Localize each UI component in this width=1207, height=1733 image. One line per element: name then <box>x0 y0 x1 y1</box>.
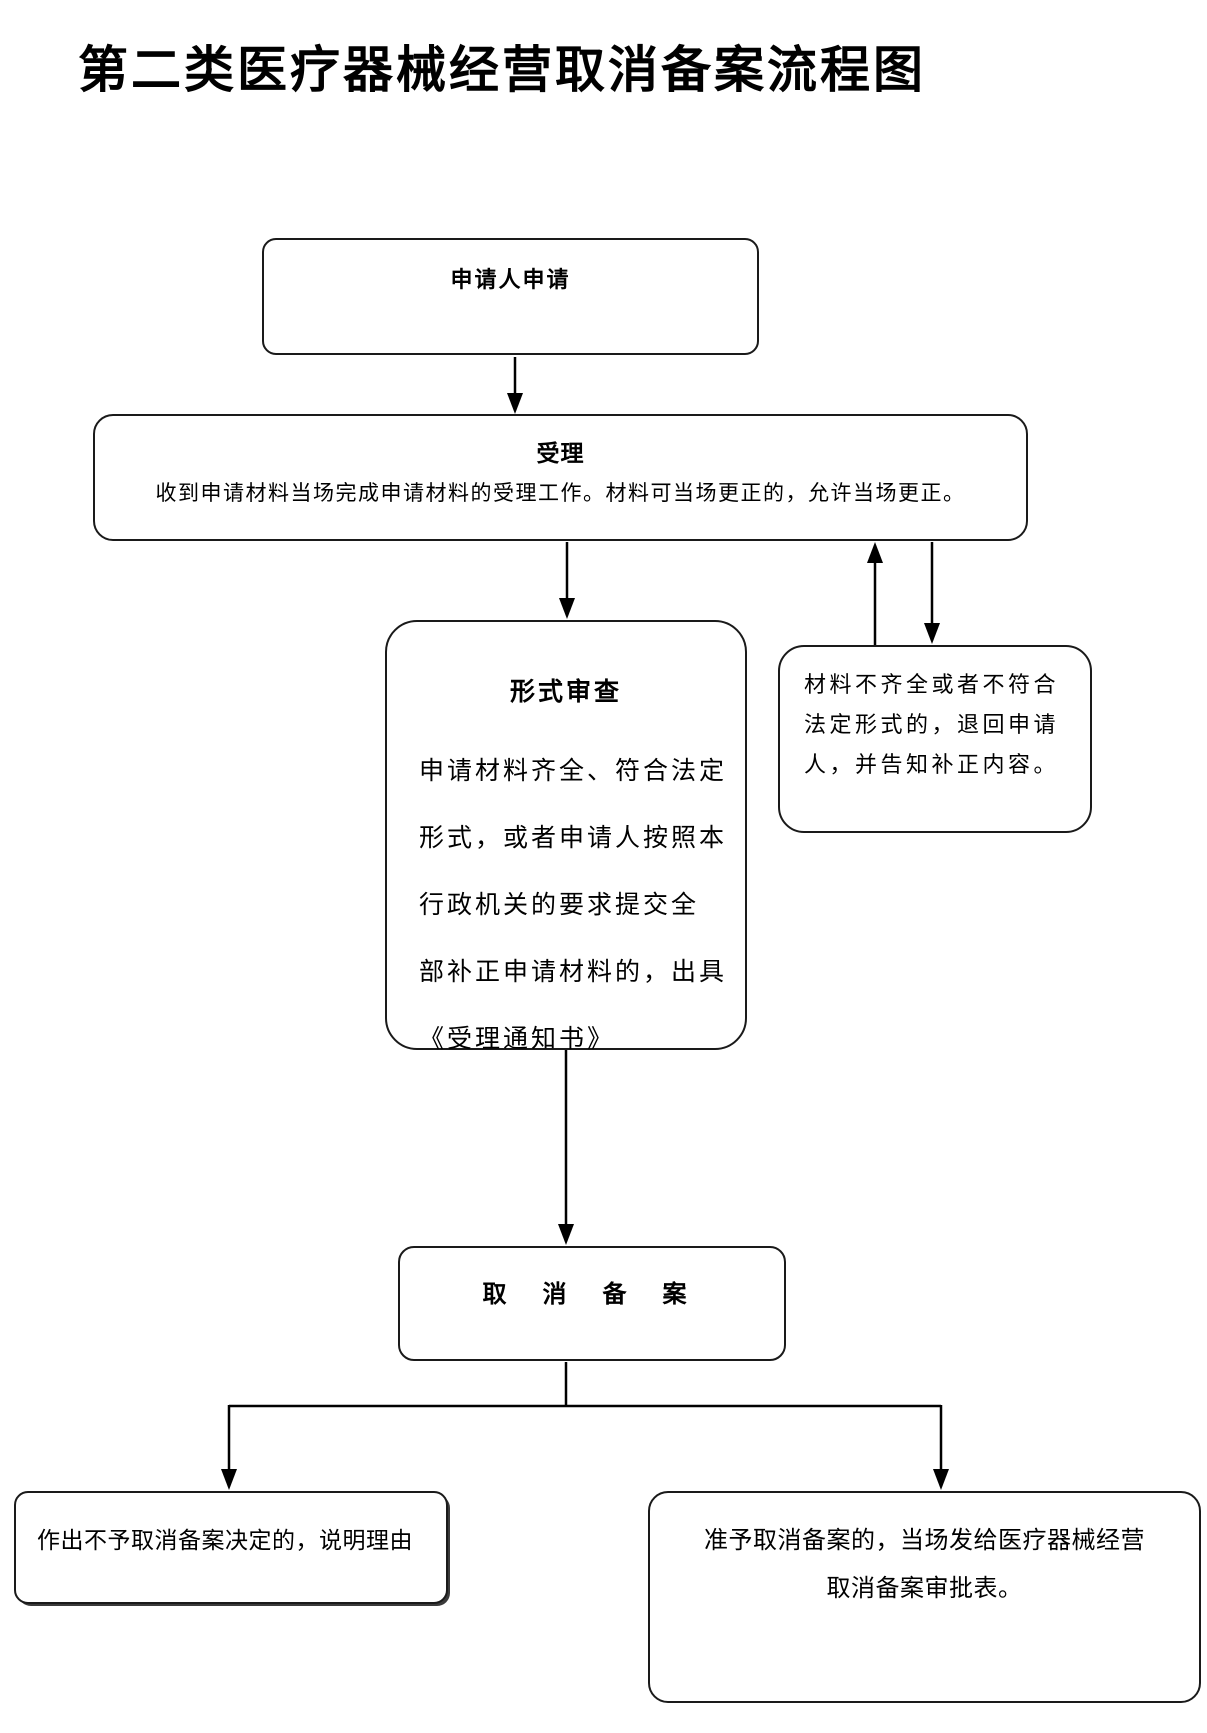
arrow-apply-to-accept <box>507 357 523 414</box>
arrow-return-to-accept <box>867 542 883 645</box>
formal-review-line: 申请材料齐全、符合法定 <box>419 758 728 785</box>
formal-review-line: 《受理通知书》 <box>419 1026 616 1053</box>
reject-decision-label: 作出不予取消备案决定的，说明理由 <box>37 1528 413 1553</box>
formal-review-line: 行政机关的要求提交全 <box>419 892 700 919</box>
arrow-branch-to-approve <box>933 1405 949 1490</box>
arrow-accept-to-formal-review <box>559 542 575 619</box>
node-formal-review: 形式审查 申请材料齐全、符合法定 形式，或者申请人按照本 行政机关的要求提交全 … <box>385 620 747 1053</box>
approve-decision-line: 取消备案审批表。 <box>826 1576 1023 1602</box>
cancel-filing-label: 取 消 备 案 <box>482 1282 702 1308</box>
return-materials-line: 材料不齐全或者不符合 <box>804 672 1060 697</box>
approve-decision-line: 准予取消备案的，当场发给医疗器械经营 <box>704 1528 1145 1554</box>
node-approve-decision: 准予取消备案的，当场发给医疗器械经营 取消备案审批表。 <box>648 1491 1201 1703</box>
node-reject-decision: 作出不予取消备案决定的，说明理由 <box>14 1491 448 1604</box>
acceptance-description: 收到申请材料当场完成申请材料的受理工作。材料可当场更正的，允许当场更正。 <box>155 481 966 505</box>
node-applicant-apply: 申请人申请 <box>262 238 759 355</box>
formal-review-line: 形式，或者申请人按照本 <box>419 825 728 852</box>
node-acceptance: 受理 收到申请材料当场完成申请材料的受理工作。材料可当场更正的，允许当场更正。 <box>93 414 1028 541</box>
acceptance-title: 受理 <box>536 441 585 466</box>
branch-cancel-filing <box>229 1362 941 1408</box>
formal-review-title: 形式审查 <box>509 679 622 706</box>
applicant-apply-label: 申请人申请 <box>450 267 571 292</box>
arrow-branch-to-reject <box>221 1405 237 1490</box>
arrow-accept-to-return <box>924 542 940 644</box>
arrow-formal-review-to-cancel <box>558 1050 574 1245</box>
return-materials-line: 人，并告知补正内容。 <box>804 752 1060 777</box>
return-materials-line: 法定形式的，退回申请 <box>804 712 1060 737</box>
page-title: 第二类医疗器械经营取消备案流程图 <box>78 42 926 98</box>
node-return-materials: 材料不齐全或者不符合 法定形式的，退回申请 人，并告知补正内容。 <box>778 645 1092 833</box>
formal-review-line: 部补正申请材料的，出具 <box>419 959 728 986</box>
node-cancel-filing: 取 消 备 案 <box>398 1246 786 1361</box>
